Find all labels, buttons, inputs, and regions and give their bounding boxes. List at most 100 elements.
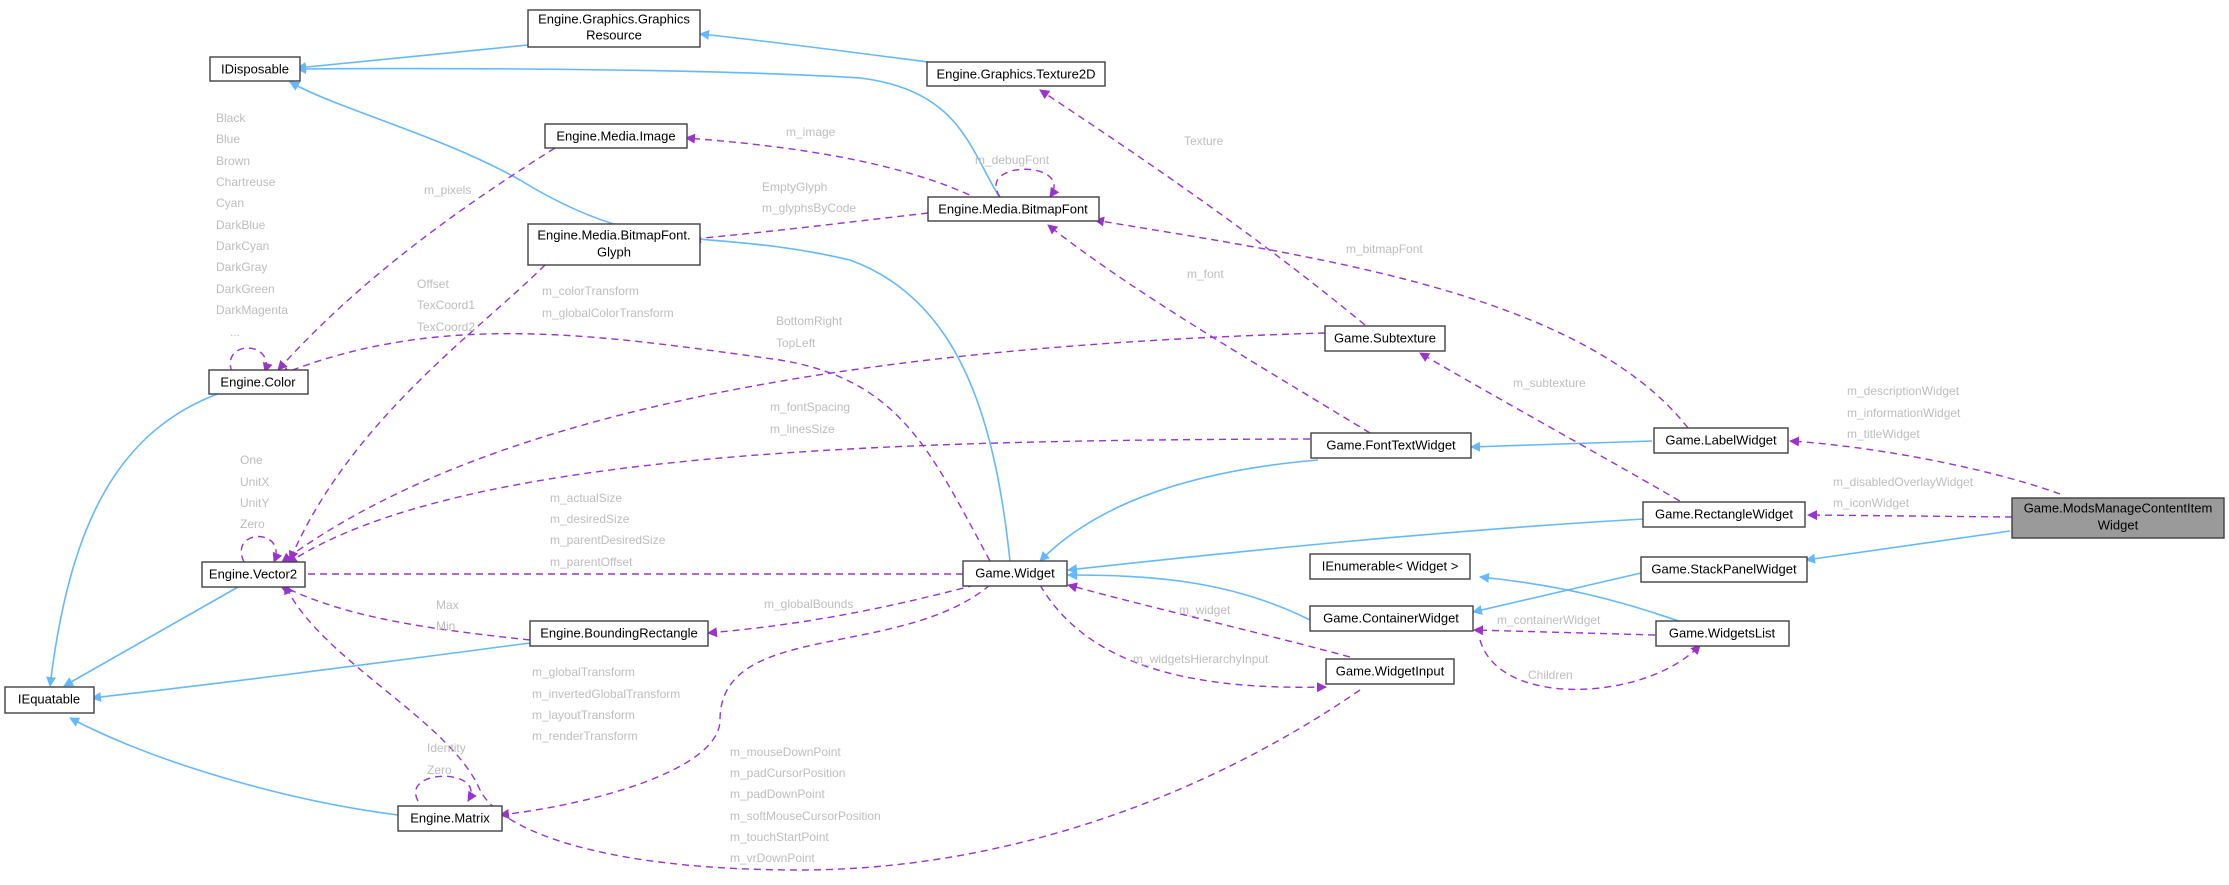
node-game-fonttextwidget[interactable]: Game.FontTextWidget xyxy=(1310,432,1472,459)
label-m-informationwidget: m_informationWidget xyxy=(1847,406,1961,420)
svg-text:IEquatable: IEquatable xyxy=(18,691,80,706)
edge-modsmanage-rectanglewidget xyxy=(1807,510,2013,521)
node-idisposable[interactable]: IDisposable xyxy=(209,56,301,82)
svg-text:Game.StackPanelWidget: Game.StackPanelWidget xyxy=(1651,561,1797,576)
node-engine-vector2[interactable]: Engine.Vector2 xyxy=(201,561,306,588)
node-game-widgetinput[interactable]: Game.WidgetInput xyxy=(1325,658,1455,685)
label-m-pixels: m_pixels xyxy=(424,183,471,197)
label-m-padcursorposition: m_padCursorPosition xyxy=(730,766,845,780)
label-children: Children xyxy=(1528,668,1573,682)
label-m-desiredsize: m_desiredSize xyxy=(550,512,630,526)
node-game-labelwidget[interactable]: Game.LabelWidget xyxy=(1653,427,1789,454)
edge-rectanglewidget-widget xyxy=(1067,518,1645,574)
label-m-fontspacing: m_fontSpacing xyxy=(770,400,850,414)
edge-stackpanel-containerwidget xyxy=(1472,572,1642,615)
class-nodes: Engine.Graphics.Graphics Resource IDispo… xyxy=(4,9,2225,832)
label-identity: Identity xyxy=(427,741,466,755)
node-game-stackpanelwidget[interactable]: Game.StackPanelWidget xyxy=(1640,556,1808,583)
label-m-globalcolortransform: m_globalColorTransform xyxy=(542,306,674,320)
svg-text:Game.WidgetInput: Game.WidgetInput xyxy=(1336,663,1445,678)
node-game-rectanglewidget[interactable]: Game.RectangleWidget xyxy=(1642,501,1806,528)
label-texture: Texture xyxy=(1184,134,1224,148)
svg-text:Engine.Matrix: Engine.Matrix xyxy=(410,810,490,825)
label-max: Max xyxy=(436,598,459,612)
label-m-globaltransform: m_globalTransform xyxy=(532,665,635,679)
label-m-widgetshierarchyinput: m_widgetsHierarchyInput xyxy=(1133,652,1269,666)
edge-containerwidget-widgetslist xyxy=(1479,639,1701,691)
label-color-black: Black xyxy=(216,111,246,125)
edge-widget-idisposable xyxy=(289,81,1011,562)
edge-widgetinput-vector2 xyxy=(284,584,1361,871)
label-unitx: UnitX xyxy=(240,475,269,489)
edge-boundingrect-vector2 xyxy=(279,584,531,641)
edge-boundingrect-iequatable xyxy=(91,642,531,702)
node-engine-matrix[interactable]: Engine.Matrix xyxy=(397,805,503,832)
svg-text:Game.RectangleWidget: Game.RectangleWidget xyxy=(1655,506,1793,521)
label-m-debugfont: m_debugFont xyxy=(975,153,1050,167)
node-game-modsmanagecontentitemwidget[interactable]: Game.ModsManageContentItem Widget xyxy=(2011,497,2225,539)
label-color-darkmagenta: DarkMagenta xyxy=(216,303,288,317)
label-color-darkblue: DarkBlue xyxy=(216,218,266,232)
edge-fonttextwidget-labelwidget-base xyxy=(1470,440,1653,452)
label-m-subtexture: m_subtexture xyxy=(1513,376,1586,390)
label-matrix-zero: Zero xyxy=(427,763,452,777)
node-iequatable[interactable]: IEquatable xyxy=(4,686,95,714)
edge-color-iequatable xyxy=(46,392,221,687)
label-m-actualsize: m_actualSize xyxy=(550,491,622,505)
svg-text:Resource: Resource xyxy=(586,27,642,42)
svg-text:Engine.Media.BitmapFont.: Engine.Media.BitmapFont. xyxy=(537,227,690,242)
label-color-darkgreen: DarkGreen xyxy=(216,282,275,296)
node-engine-graphics-graphicsresource[interactable]: Engine.Graphics.Graphics Resource xyxy=(527,9,701,48)
node-game-widget[interactable]: Game.Widget xyxy=(962,560,1068,587)
node-engine-media-bitmapfont[interactable]: Engine.Media.BitmapFont xyxy=(927,196,1100,222)
svg-text:Engine.Media.Image: Engine.Media.Image xyxy=(556,128,675,143)
edge-widgetinput-widget xyxy=(1067,582,1351,658)
edge-fonttextwidget-widget xyxy=(1039,459,1319,562)
edge-modsmanage-stackpanel xyxy=(1805,530,2011,564)
svg-text:Engine.Vector2: Engine.Vector2 xyxy=(209,566,297,581)
node-engine-graphics-texture2d[interactable]: Engine.Graphics.Texture2D xyxy=(926,61,1106,87)
node-engine-media-image[interactable]: Engine.Media.Image xyxy=(544,123,688,149)
svg-text:Game.Widget: Game.Widget xyxy=(975,565,1055,580)
label-m-widget: m_widget xyxy=(1179,603,1231,617)
label-color-chartreuse: Chartreuse xyxy=(216,175,276,189)
edge-matrix-self xyxy=(414,775,477,802)
label-color-darkcyan: DarkCyan xyxy=(216,239,269,253)
label-m-font: m_font xyxy=(1187,267,1224,281)
node-game-widgetslist[interactable]: Game.WidgetsList xyxy=(1655,620,1790,647)
label-unity: UnitY xyxy=(240,496,269,510)
label-color-ellipsis: ... xyxy=(230,325,240,339)
node-engine-boundingrectangle[interactable]: Engine.BoundingRectangle xyxy=(529,620,709,647)
svg-text:Engine.Graphics.Graphics: Engine.Graphics.Graphics xyxy=(538,11,690,26)
label-m-colortransform: m_colorTransform xyxy=(542,284,639,298)
edge-bitmapfont-self xyxy=(995,168,1060,198)
node-engine-color[interactable]: Engine.Color xyxy=(208,369,309,395)
label-m-containerwidget: m_containerWidget xyxy=(1497,613,1601,627)
edge-bitmapfont-glyph xyxy=(691,212,929,244)
label-m-disabledoverlaywidget: m_disabledOverlayWidget xyxy=(1833,475,1974,489)
edge-rectanglewidget-subtexture xyxy=(1419,352,1691,508)
node-game-containerwidget[interactable]: Game.ContainerWidget xyxy=(1309,605,1474,632)
edge-labels: Black Blue Brown Chartreuse Cyan DarkBlu… xyxy=(216,111,1974,865)
usage-edges xyxy=(229,89,2061,871)
edge-widgetslist-containerwidget xyxy=(1473,625,1656,636)
edge-texture2d-graphicsresource xyxy=(699,29,929,63)
label-m-mousedownpoint: m_mouseDownPoint xyxy=(730,745,841,759)
label-texcoord1: TexCoord1 xyxy=(417,298,475,312)
label-m-glyphsbycode: m_glyphsByCode xyxy=(762,201,856,215)
node-game-subtexture[interactable]: Game.Subtexture xyxy=(1324,325,1446,352)
node-ienumerable-widget[interactable]: IEnumerable< Widget > xyxy=(1309,553,1471,580)
label-m-bitmapfont: m_bitmapFont xyxy=(1346,242,1423,256)
label-m-parentdesiredsize: m_parentDesiredSize xyxy=(550,533,666,547)
edge-fonttextwidget-bitmapfont xyxy=(1047,224,1371,434)
label-color-cyan: Cyan xyxy=(216,196,244,210)
svg-text:Glyph: Glyph xyxy=(597,244,631,259)
edge-subtexture-vector2 xyxy=(281,332,1326,563)
svg-text:Game.WidgetsList: Game.WidgetsList xyxy=(1669,625,1776,640)
label-m-descriptionwidget: m_descriptionWidget xyxy=(1847,384,1960,398)
svg-text:Game.Subtexture: Game.Subtexture xyxy=(1334,330,1436,345)
node-engine-media-bitmapfont-glyph[interactable]: Engine.Media.BitmapFont. Glyph xyxy=(527,223,701,266)
edge-fonttextwidget-vector2 xyxy=(287,438,1311,564)
svg-text:Engine.Media.BitmapFont: Engine.Media.BitmapFont xyxy=(938,201,1088,216)
label-m-titlewidget: m_titleWidget xyxy=(1847,427,1920,441)
